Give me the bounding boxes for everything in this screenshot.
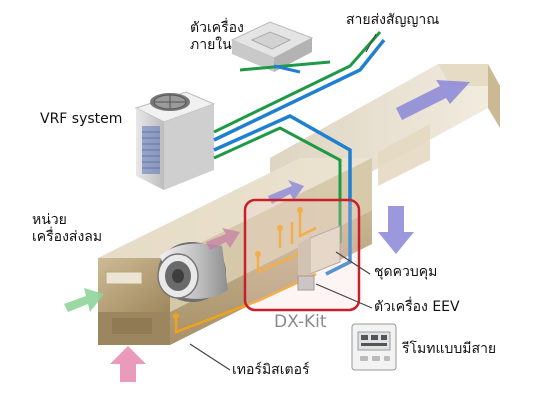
indoor-unit-icon xyxy=(230,21,314,72)
refrigerant-pipes xyxy=(213,38,386,276)
label-thermistor: เทอร์มิสเตอร์ xyxy=(232,362,310,378)
wired-remote-icon xyxy=(351,323,397,371)
label-air-handler: หน่วย เครื่องส่งลม xyxy=(32,212,103,245)
label-indoor-unit: ตัวเครื่อง ภายใน xyxy=(190,20,244,53)
dx-kit-components xyxy=(297,225,341,291)
label-control-unit: ชุดควบคุม xyxy=(374,264,438,280)
label-wired-remote: รีโมทแบบมีสาย xyxy=(402,341,497,357)
leader-lines xyxy=(189,33,377,371)
vrf-outdoor-unit-icon xyxy=(134,91,216,190)
label-eev-unit: ตัวเครื่อง EEV xyxy=(374,299,460,315)
blower-fan xyxy=(157,242,228,302)
dx-kit-frame xyxy=(243,198,361,312)
label-dx-kit: DX-Kit xyxy=(274,312,327,332)
airflow-arrows xyxy=(64,80,470,382)
label-vrf-system: VRF system xyxy=(40,111,123,127)
thermistor-sensors xyxy=(173,207,303,319)
label-signal-line: สายส่งสัญญาณ xyxy=(346,12,440,28)
thermistor-wiring xyxy=(174,212,317,334)
pipe-to-indoor-unit xyxy=(273,64,301,74)
